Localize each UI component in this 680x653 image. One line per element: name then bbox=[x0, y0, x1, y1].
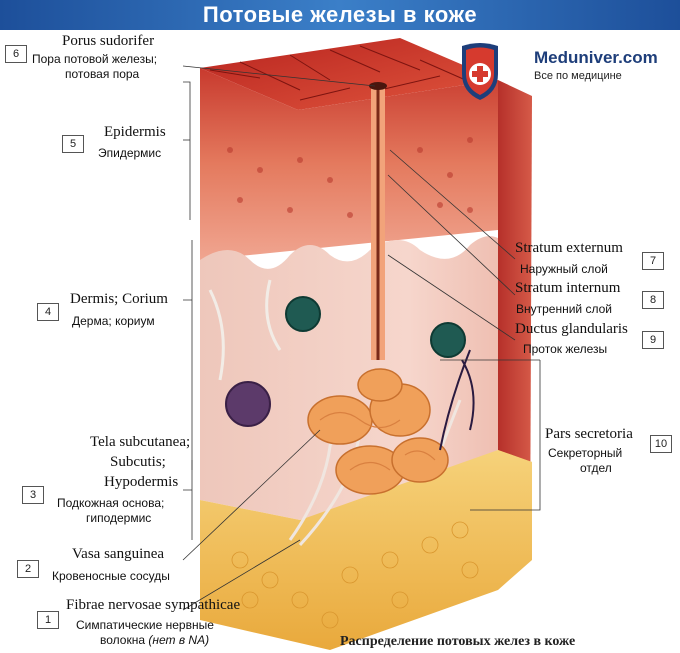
label-5-latin: Epidermis bbox=[104, 124, 166, 140]
label-1-ru-line2: волокна (нет в NA) bbox=[100, 633, 209, 647]
figure-caption: Распределение потовых желез в коже bbox=[340, 634, 576, 649]
label-9-ru: Проток железы bbox=[523, 342, 608, 356]
label-4-number: 4 bbox=[37, 303, 59, 321]
right-face bbox=[498, 80, 532, 560]
label-5-ru: Эпидермис bbox=[98, 146, 162, 160]
label-8-number: 8 bbox=[642, 291, 664, 309]
nerve-fibers bbox=[439, 349, 475, 451]
label-2-ru: Кровеносные сосуды bbox=[52, 569, 170, 583]
label-10-ru-line1: Секреторный bbox=[548, 446, 623, 460]
logo-name: Meduniver.com bbox=[534, 48, 658, 67]
title-banner bbox=[0, 0, 680, 30]
label-1-ru-word: волокна bbox=[100, 633, 146, 647]
label-3-ru-line1: Подкожная основа; bbox=[57, 496, 165, 510]
subcutis-layer bbox=[200, 450, 532, 650]
label-2-latin: Vasa sanguinea bbox=[72, 546, 165, 562]
logo-tagline: Все по медицине bbox=[534, 70, 622, 82]
label-4-latin: Dermis; Corium bbox=[70, 291, 168, 307]
label-3-latin-line1: Tela subcutanea; bbox=[90, 434, 191, 450]
label-10-number: 10 bbox=[650, 435, 672, 453]
label-3-latin-line2: Subcutis; bbox=[110, 454, 166, 470]
label-6-latin: Porus sudorifer bbox=[62, 33, 155, 49]
label-1-ru-note: (нет в NA) bbox=[148, 633, 210, 647]
label-8-ru: Внутренний слой bbox=[516, 302, 612, 316]
label-7-ru: Наружный слой bbox=[520, 262, 608, 276]
label-7-number: 7 bbox=[642, 252, 664, 270]
label-6-ru-line1: Пора потовой железы; bbox=[32, 52, 158, 66]
label-3-number: 3 bbox=[22, 486, 44, 504]
label-4-ru: Дерма; кориум bbox=[72, 314, 155, 328]
meduniver-logo bbox=[462, 43, 498, 100]
label-9-latin: Ductus glandularis bbox=[515, 321, 628, 337]
label-1-ru-line1: Симпатические нервные bbox=[76, 618, 214, 632]
secretory-coil bbox=[307, 368, 449, 495]
label-1-latin: Fibrae nervosae sympathicae bbox=[66, 597, 241, 613]
label-3-ru-line2: гиподермис bbox=[86, 511, 152, 525]
label-6-number: 6 bbox=[5, 45, 27, 63]
label-8-latin: Stratum internum bbox=[515, 280, 621, 296]
label-2-number: 2 bbox=[17, 560, 39, 578]
label-5-number: 5 bbox=[62, 135, 84, 153]
skin-surface bbox=[200, 38, 498, 110]
epidermis-layer bbox=[200, 68, 498, 260]
label-7-latin: Stratum externum bbox=[515, 240, 623, 256]
label-6-ru-line2: потовая пора bbox=[65, 67, 140, 81]
label-10-ru-line2: отдел bbox=[580, 461, 612, 475]
label-9-number: 9 bbox=[642, 331, 664, 349]
page-title: Потовые железы в коже bbox=[202, 2, 478, 27]
label-3-latin-line3: Hypodermis bbox=[104, 474, 179, 490]
label-10-latin: Pars secretoria bbox=[545, 426, 633, 442]
label-1-number: 1 bbox=[37, 611, 59, 629]
